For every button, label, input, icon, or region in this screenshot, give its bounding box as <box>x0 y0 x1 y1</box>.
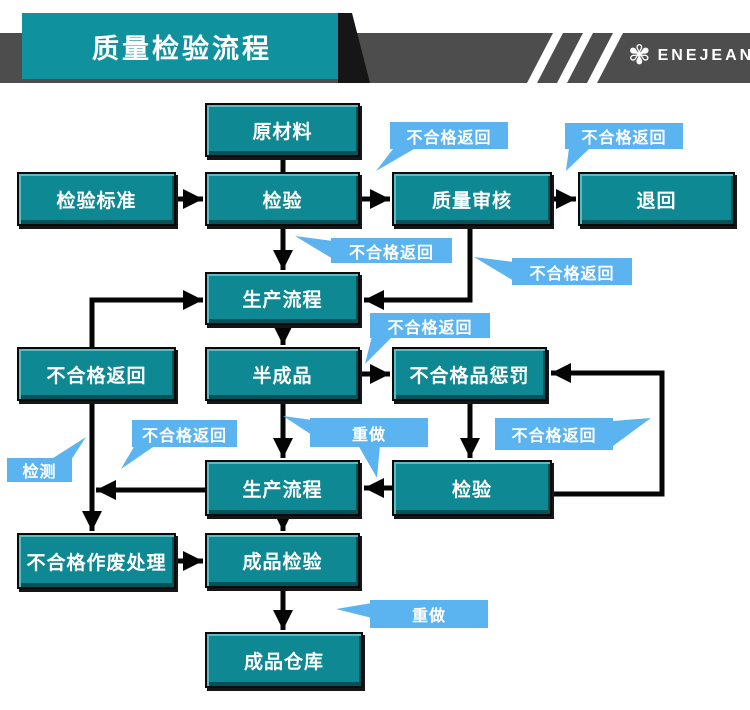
callout-detect: 检测 <box>7 458 72 482</box>
node-inspection-1: 检验 <box>205 172 360 226</box>
node-nonconforming-penalty: 不合格品惩罚 <box>392 347 547 401</box>
node-production-process-1: 生产流程 <box>205 272 360 325</box>
callout-reject-return: 不合格返回 <box>565 123 683 149</box>
node-return: 退回 <box>578 172 735 226</box>
callout-reject-audit-loop: 不合格返回 <box>512 258 632 285</box>
node-quality-audit: 质量审核 <box>392 172 552 226</box>
callout-reject-inspect1: 不合格返回 <box>331 238 452 263</box>
brand-logo: ✾ ENEJEAN <box>628 42 750 69</box>
node-production-process-2: 生产流程 <box>205 460 360 516</box>
title-corner-shadow <box>338 13 370 83</box>
callout-reject-audit: 不合格返回 <box>390 122 508 149</box>
callout-reject-semi: 不合格返回 <box>370 313 490 338</box>
node-finished-warehouse: 成品仓库 <box>205 632 363 688</box>
callout-redo-mid: 重做 <box>310 418 428 447</box>
callout-reject-left: 不合格返回 <box>132 420 237 447</box>
brand-name: ENEJEAN <box>657 46 750 64</box>
node-finished-inspection: 成品检验 <box>205 533 360 588</box>
callout-redo-bottom: 重做 <box>370 600 488 628</box>
node-inspection-standard: 检验标准 <box>17 172 176 226</box>
node-inspection-2: 检验 <box>392 460 552 516</box>
node-scrap-handling: 不合格作废处理 <box>17 533 176 589</box>
node-raw-material: 原材料 <box>205 103 360 157</box>
flow-arrows <box>82 157 665 630</box>
node-semi-finished: 半成品 <box>205 347 360 401</box>
pinwheel-flower-icon: ✾ <box>628 40 651 70</box>
node-nonconforming-return: 不合格返回 <box>17 347 176 401</box>
callout-tails <box>50 148 651 618</box>
diagonal-stripes <box>527 33 623 83</box>
page-title: 质量检验流程 <box>22 13 342 79</box>
callout-reject-inspect2: 不合格返回 <box>495 418 613 450</box>
